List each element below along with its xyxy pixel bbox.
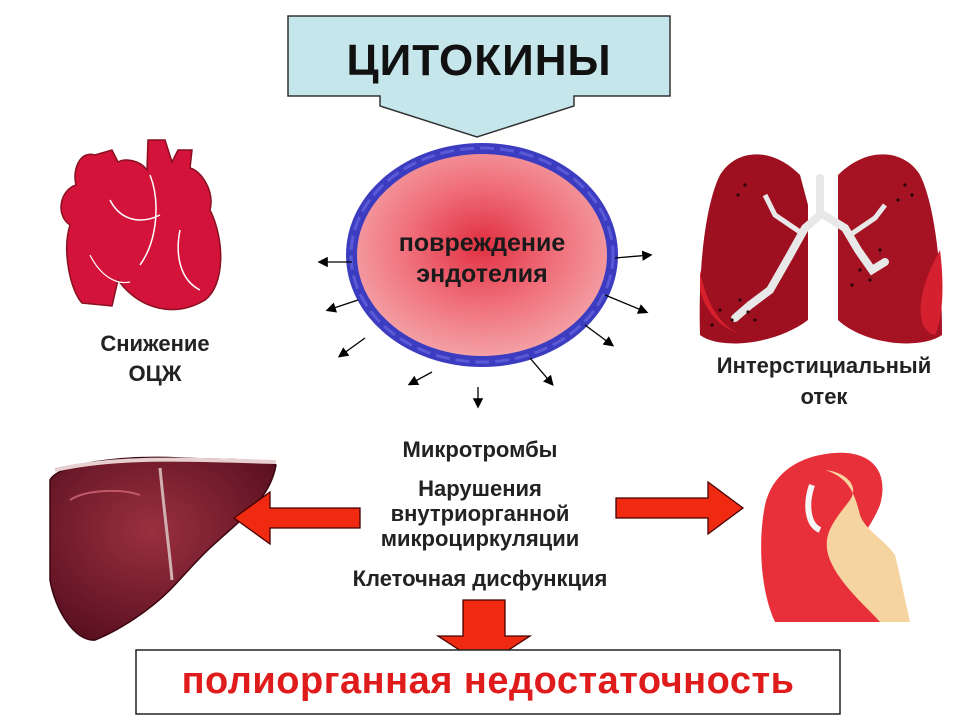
- result-box: [135, 649, 841, 715]
- heart-icon: [60, 139, 222, 311]
- heart-label-line2: ОЦЖ: [128, 361, 182, 386]
- arrow-to-liver: [232, 490, 361, 546]
- title-arrow-box: [287, 15, 671, 138]
- diffusion-arrows: [317, 250, 653, 409]
- vessel-icon: [346, 143, 618, 367]
- endothelium-label-line2: эндотелия: [416, 260, 548, 288]
- effect-microcirculation-line3: микроциркуляции: [380, 526, 580, 551]
- lungs-label-line1: Интерстициальный: [716, 353, 932, 378]
- liver-icon: [49, 456, 277, 641]
- result-multiple-organ-failure: полиорганная недостаточность: [181, 660, 795, 702]
- effect-cell-dysfunction: Клеточная дисфункция: [352, 566, 608, 591]
- effect-microcirculation-line2: внутриорганной: [390, 501, 570, 526]
- title-cytokines: ЦИТОКИНЫ: [346, 36, 612, 85]
- effect-microcirculation-line1: Нарушения: [418, 476, 542, 501]
- lungs-icon: [699, 154, 943, 344]
- lungs-label-line2: отек: [800, 384, 848, 409]
- heart-label-line1: Снижение: [100, 331, 210, 356]
- kidney-icon: [761, 452, 910, 622]
- effect-microthrombi: Микротромбы: [402, 437, 558, 462]
- endothelium-label-line1: повреждение: [398, 229, 566, 257]
- arrow-to-kidney: [615, 480, 745, 536]
